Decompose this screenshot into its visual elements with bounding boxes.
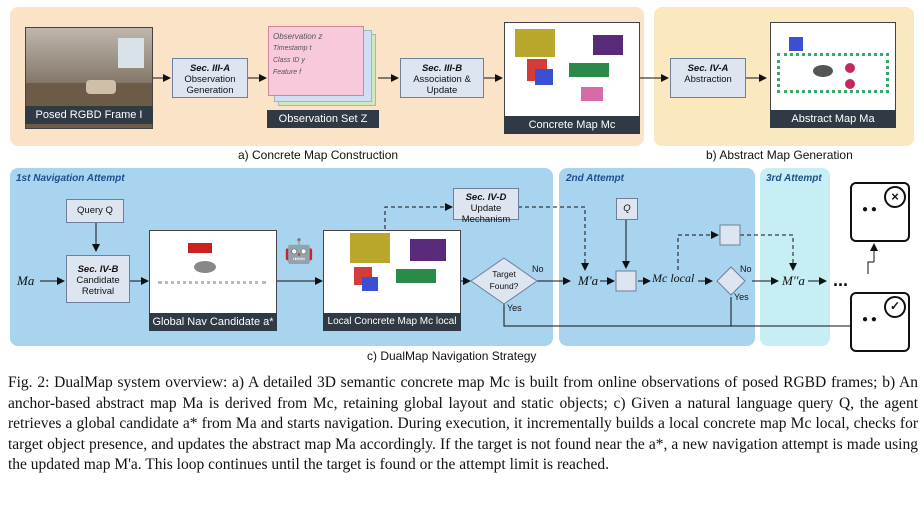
update-mechanism-text: Update Mechanism — [461, 203, 511, 225]
observation-generation-text: Observation Generation — [184, 74, 236, 96]
robot-fail-icon: × ● ● — [850, 182, 910, 242]
association-update-text: Association & Update — [413, 74, 471, 96]
local-purple-wall — [410, 239, 446, 261]
sec-iva-label: Sec. IV-A — [687, 63, 729, 74]
mc-local-label: Mc local — [652, 271, 695, 285]
robot-success-icon: ✓ ● ● — [850, 292, 910, 352]
map-blue-object — [535, 69, 553, 85]
rgbd-frame-label: Posed RGBD Frame I — [25, 106, 153, 124]
sec-iiib-label: Sec. III-B — [421, 63, 463, 74]
figure-caption: Fig. 2: DualMap system overview: a) A de… — [8, 374, 918, 473]
attempt-3-label: 3rd Attempt — [766, 173, 822, 184]
caption-c: c) DualMap Navigation Strategy — [367, 349, 537, 363]
room-window — [118, 38, 144, 68]
yes-label-1: Yes — [507, 303, 522, 313]
abstraction-text: Abstraction — [684, 74, 732, 85]
local-concrete-map-label: Local Concrete Map Mc local — [323, 313, 461, 331]
global-dotted-wall — [158, 281, 266, 304]
attempt-1-label: 1st Navigation Attempt — [16, 173, 125, 184]
global-red-object — [188, 243, 212, 253]
observation-set-label: Observation Set Z — [267, 110, 379, 128]
abstract-map-image — [770, 22, 896, 114]
global-candidate-label: Global Nav Candidate a* — [149, 313, 277, 331]
observation-stack: Observation z Timestamp t Class ID y Fea… — [268, 26, 378, 108]
update-mechanism-box: Sec. IV-D Update Mechanism — [453, 188, 519, 225]
yes-label-2: Yes — [734, 292, 749, 302]
abstraction-box: Sec. IV-A Abstraction — [670, 58, 746, 98]
attempt2-square — [615, 270, 637, 292]
no-label-2: No — [740, 264, 752, 274]
nav-attempt-3-panel — [760, 168, 830, 346]
robot-fail-eyes: ● ● — [862, 204, 877, 215]
query-box-2: Q — [616, 198, 638, 220]
local-green-object — [396, 269, 436, 283]
ma-double-prime-label: M''a — [782, 273, 805, 288]
obs-card-title: Observation z — [273, 32, 323, 41]
global-gray-table — [194, 261, 216, 273]
query-box: Query Q — [66, 199, 124, 223]
target-found-diamond — [470, 257, 538, 305]
nav-attempt-2-panel — [559, 168, 755, 346]
candidate-retrieval-text: Candidate Retrival — [76, 275, 120, 297]
observation-generation-box: Sec. III-A Observation Generation — [172, 58, 248, 98]
sec-iiia-label: Sec. III-A — [189, 63, 231, 74]
abs-blue-object — [789, 37, 803, 51]
abs-red-object — [845, 63, 855, 73]
map-wall-purple — [593, 35, 623, 55]
robot-success-eyes: ● ● — [862, 314, 877, 325]
attempt2-update-square — [719, 224, 741, 246]
sec-ivb-label: Sec. IV-B — [77, 264, 119, 275]
abs-red-object-2 — [845, 79, 855, 89]
attempt-2-label: 2nd Attempt — [566, 173, 624, 184]
target-found-text: Target Found? — [489, 269, 519, 291]
map-pink-object — [581, 87, 603, 101]
room-couch — [86, 80, 116, 94]
map-wall-yellow — [515, 29, 555, 57]
local-concrete-map-image — [323, 230, 461, 316]
caption-b: b) Abstract Map Generation — [706, 148, 853, 162]
concrete-map-label: Concrete Map Mc — [504, 116, 640, 134]
abs-gray-table — [813, 65, 833, 77]
ma-prime-label: M'a — [578, 273, 599, 288]
continuation-dots: ... — [833, 270, 849, 290]
local-blue-object — [362, 277, 378, 291]
robot-icon: 🤖 — [284, 238, 314, 265]
ma-input-label: Ma — [17, 273, 35, 288]
sec-ivd-label: Sec. IV-D — [465, 192, 507, 203]
no-label-1: No — [532, 264, 544, 274]
obs-card-line-2: Class ID y — [273, 57, 305, 64]
abstract-map-label: Abstract Map Ma — [770, 110, 896, 128]
local-yellow-wall — [350, 233, 390, 263]
association-update-box: Sec. III-B Association & Update — [400, 58, 484, 98]
obs-card-line-3: Feature f — [273, 69, 302, 76]
map-green-object — [569, 63, 609, 77]
obs-card-front: Observation z Timestamp t Class ID y Fea… — [268, 26, 364, 96]
obs-card-line-1: Timestamp t — [273, 45, 312, 52]
abs-green-wall — [777, 53, 889, 93]
caption-a: a) Concrete Map Construction — [238, 148, 399, 162]
attempt2-diamond — [716, 266, 746, 296]
success-check-icon: ✓ — [884, 296, 906, 318]
diagram-arrows — [40, 74, 900, 330]
global-candidate-image — [149, 230, 277, 316]
concrete-map-image — [504, 22, 640, 118]
fail-x-icon: × — [884, 186, 906, 208]
candidate-retrieval-box: Sec. IV-B Candidate Retrival — [66, 255, 130, 303]
